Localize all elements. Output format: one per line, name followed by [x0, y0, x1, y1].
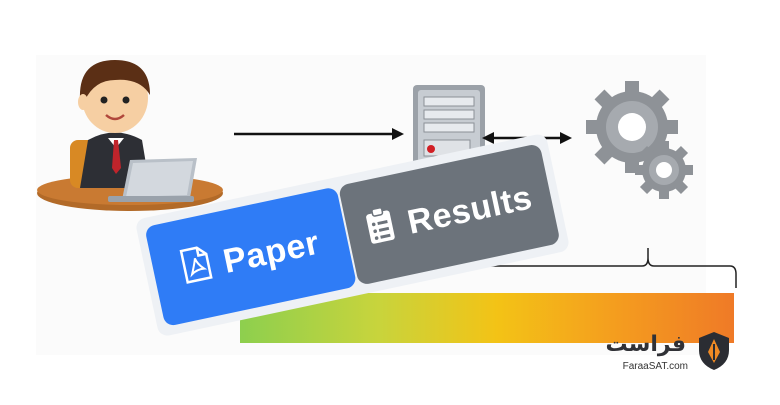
brand-url: FaraaSAT.com	[622, 361, 688, 372]
brand-watermark: فراست FaraaSAT.com	[605, 330, 732, 375]
clipboard-list-icon	[362, 204, 399, 254]
paper-button[interactable]: Paper	[144, 186, 358, 327]
user-laptop-illustration	[37, 60, 223, 211]
brand-name: فراست	[605, 332, 686, 357]
gears-illustration	[586, 81, 693, 199]
results-button-label: Results	[404, 177, 536, 242]
paper-button-label: Paper	[219, 223, 323, 281]
file-pdf-icon	[178, 243, 215, 293]
shield-pen-icon	[699, 332, 729, 370]
server-illustration	[413, 85, 485, 167]
curly-brace	[422, 248, 737, 288]
link-button-group: Paper Results	[129, 108, 576, 366]
results-button[interactable]: Results	[337, 143, 561, 286]
